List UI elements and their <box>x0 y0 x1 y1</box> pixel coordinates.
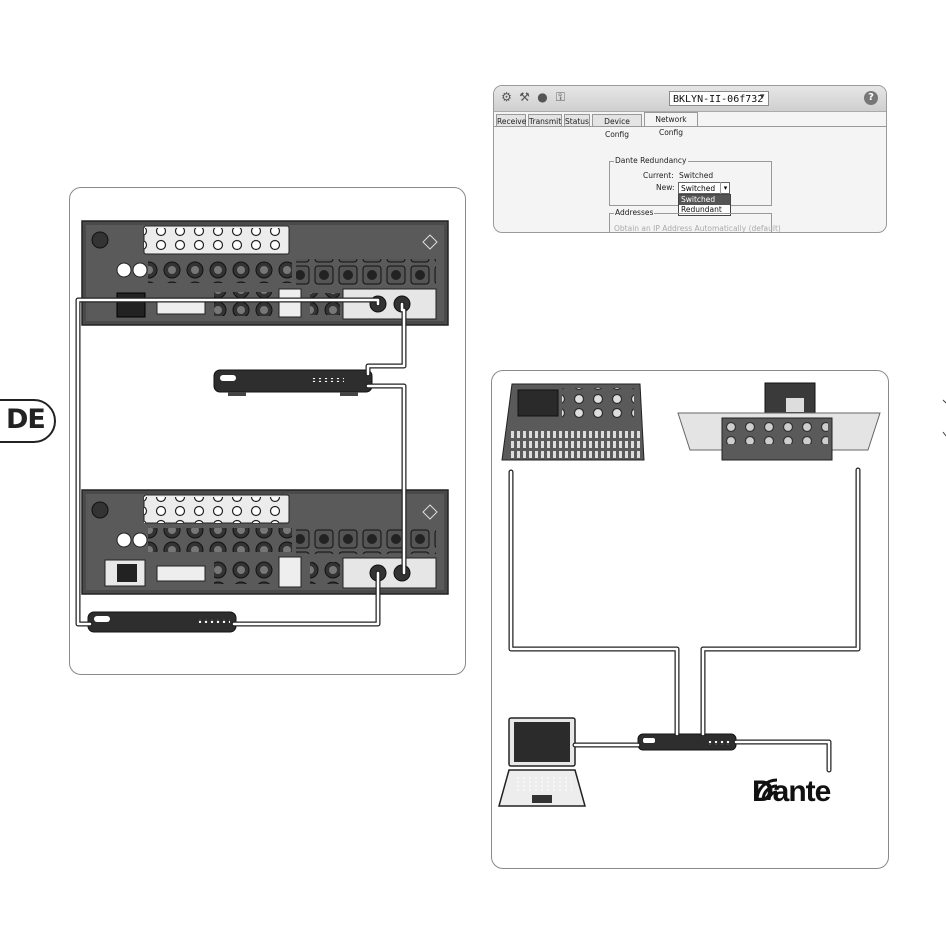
status-icon[interactable]: ● <box>536 91 549 104</box>
tab-bar: Receive Transmit Status Device Config Ne… <box>494 111 887 127</box>
device-select[interactable]: BKLYN-II-06f732 <box>669 91 769 106</box>
obtain-ip-radio[interactable]: Obtain an IP Address Automatically (defa… <box>614 224 781 233</box>
toolbar: ⚙ ⚒ ● ⚿ BKLYN-II-06f732 ▾ ? <box>494 86 887 112</box>
tab-network-config[interactable]: Network Config <box>644 112 698 127</box>
digital-console <box>502 384 644 460</box>
network-config-panel: Dante Redundancy Current: Switched New: … <box>494 126 887 233</box>
option-switched[interactable]: Switched <box>679 195 730 205</box>
current-label: Current: <box>643 171 674 180</box>
stage-box-1 <box>82 221 448 325</box>
network-switch-2 <box>88 612 236 632</box>
current-value: Switched <box>679 171 713 180</box>
network-switch-3 <box>638 734 736 750</box>
dante-controller-window: ⚙ ⚒ ● ⚿ BKLYN-II-06f732 ▾ ? Receive Tran… <box>493 85 887 233</box>
addresses-group-label: Addresses <box>614 208 654 217</box>
stage-box-2 <box>82 490 448 594</box>
dante-logo-text: Dante <box>752 775 830 809</box>
new-label: New: <box>656 183 674 192</box>
help-icon[interactable]: ? <box>864 91 878 105</box>
laptop-computer <box>499 718 585 806</box>
tools-icon[interactable]: ⚒ <box>518 91 531 104</box>
network-switch-1 <box>214 370 372 396</box>
redundancy-group-label: Dante Redundancy <box>614 156 688 165</box>
console-rear-view <box>678 383 880 460</box>
key-icon[interactable]: ⚿ <box>554 91 567 104</box>
chevron-down-icon[interactable]: ▾ <box>720 182 730 194</box>
devices-icon[interactable]: ⚙ <box>500 91 513 104</box>
chevron-down-icon[interactable]: ▾ <box>760 92 765 102</box>
